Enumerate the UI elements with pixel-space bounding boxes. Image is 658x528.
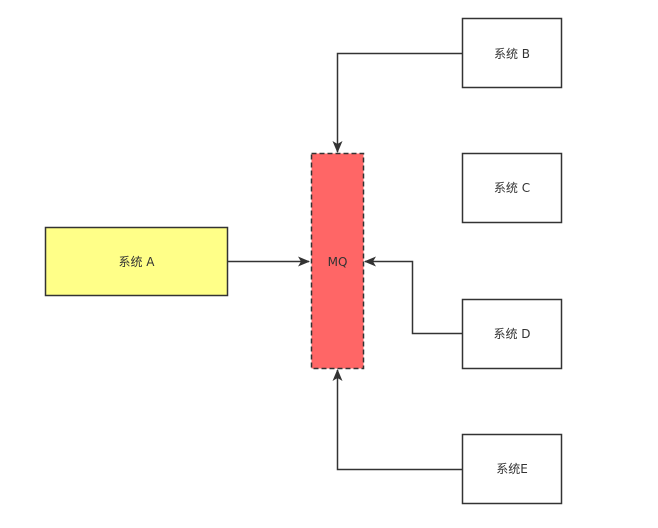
node-system-a-box bbox=[44, 226, 229, 297]
node-system-e[interactable]: 系统E bbox=[461, 433, 563, 505]
node-mq-label: MQ bbox=[328, 255, 348, 269]
edge-system-b-to-mq bbox=[332, 52, 462, 153]
node-system-a-label: 系统 A bbox=[118, 255, 155, 269]
node-system-c-box bbox=[461, 152, 563, 224]
node-system-b-box bbox=[461, 17, 563, 89]
node-system-b-label: 系统 B bbox=[494, 47, 530, 61]
node-system-c[interactable]: 系统 C bbox=[461, 152, 563, 224]
node-mq[interactable]: MQ bbox=[310, 152, 365, 370]
node-system-e-label: 系统E bbox=[496, 462, 528, 476]
node-system-a[interactable]: 系统 A bbox=[44, 226, 229, 297]
node-system-e-box bbox=[461, 433, 563, 505]
node-mq-box bbox=[310, 152, 365, 370]
edge-system-e-to-mq bbox=[332, 369, 462, 471]
node-system-b[interactable]: 系统 B bbox=[461, 17, 563, 89]
node-system-d[interactable]: 系统 D bbox=[461, 298, 563, 370]
edge-system-d-to-mq bbox=[364, 256, 462, 335]
node-system-c-label: 系统 C bbox=[494, 181, 530, 195]
node-system-d-label: 系统 D bbox=[493, 327, 530, 341]
node-system-d-box bbox=[461, 298, 563, 370]
